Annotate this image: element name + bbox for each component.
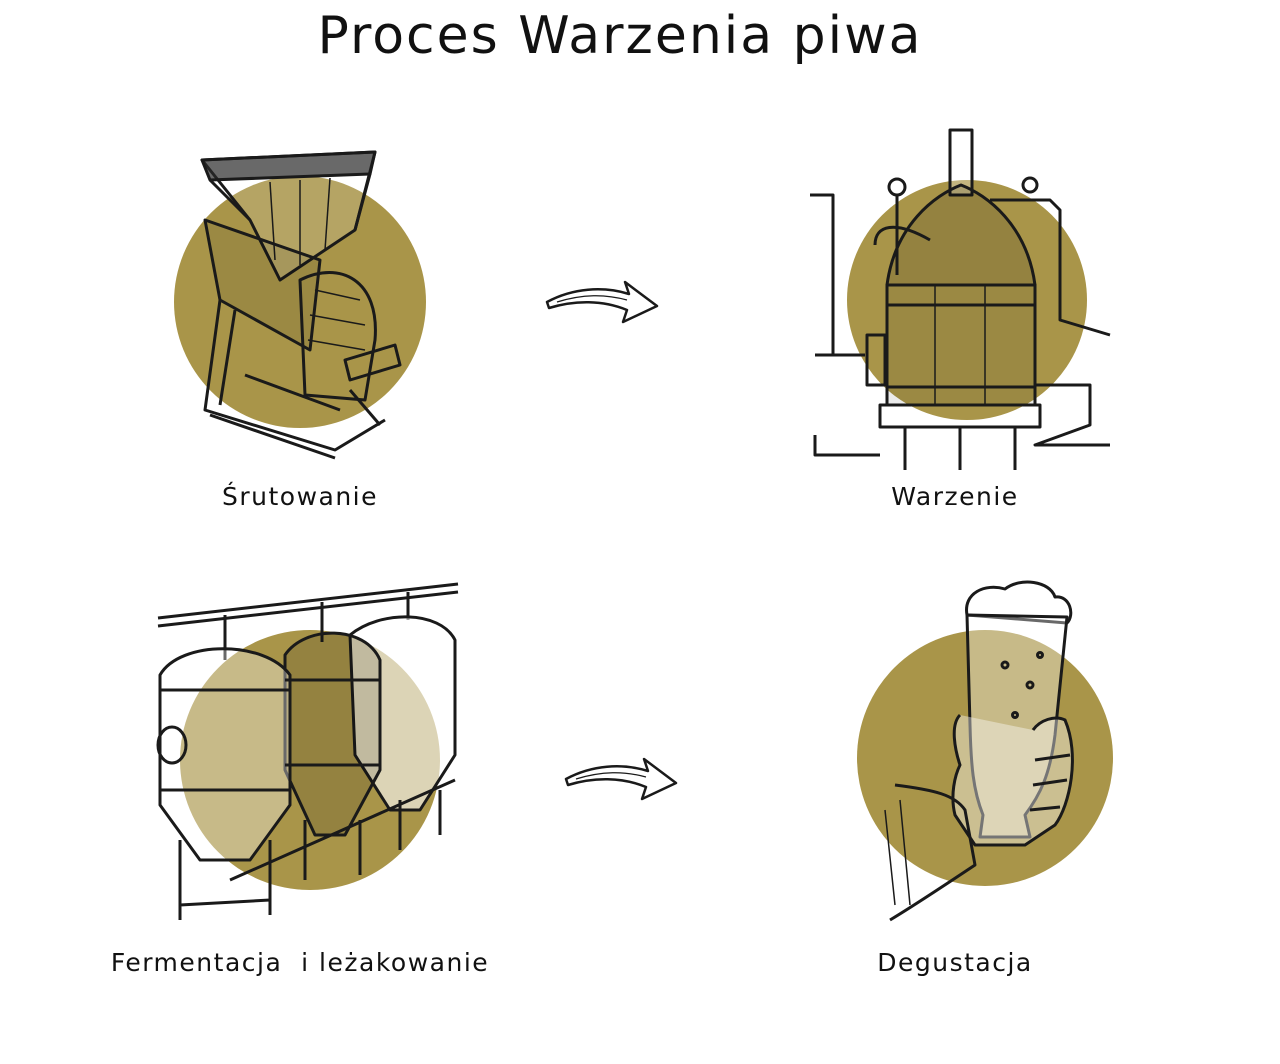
grain-mill-icon xyxy=(200,150,402,460)
arrow-right-icon xyxy=(564,757,678,801)
brew-kettle-icon xyxy=(810,128,1111,470)
step-label: Śrutowanie xyxy=(221,482,379,511)
step-label: Warzenie xyxy=(891,482,1019,511)
beer-glass-hand-icon xyxy=(884,580,1074,922)
diagram-title: Proces Warzenia piwa xyxy=(317,6,923,66)
step-degustacja: Degustacja xyxy=(855,575,1155,985)
step-label: Degustacja xyxy=(877,948,1033,977)
step-label: Fermentacja i leżakowanie xyxy=(110,948,490,977)
step-fermentacja: Fermentacja i leżakowanie xyxy=(100,580,520,990)
fermentation-tanks-icon xyxy=(156,582,459,920)
step-warzenie: Warzenie xyxy=(805,125,1125,511)
step-srutowanie: Śrutowanie xyxy=(150,140,450,511)
step-circle xyxy=(857,630,1113,886)
arrow-right-icon xyxy=(545,280,659,324)
